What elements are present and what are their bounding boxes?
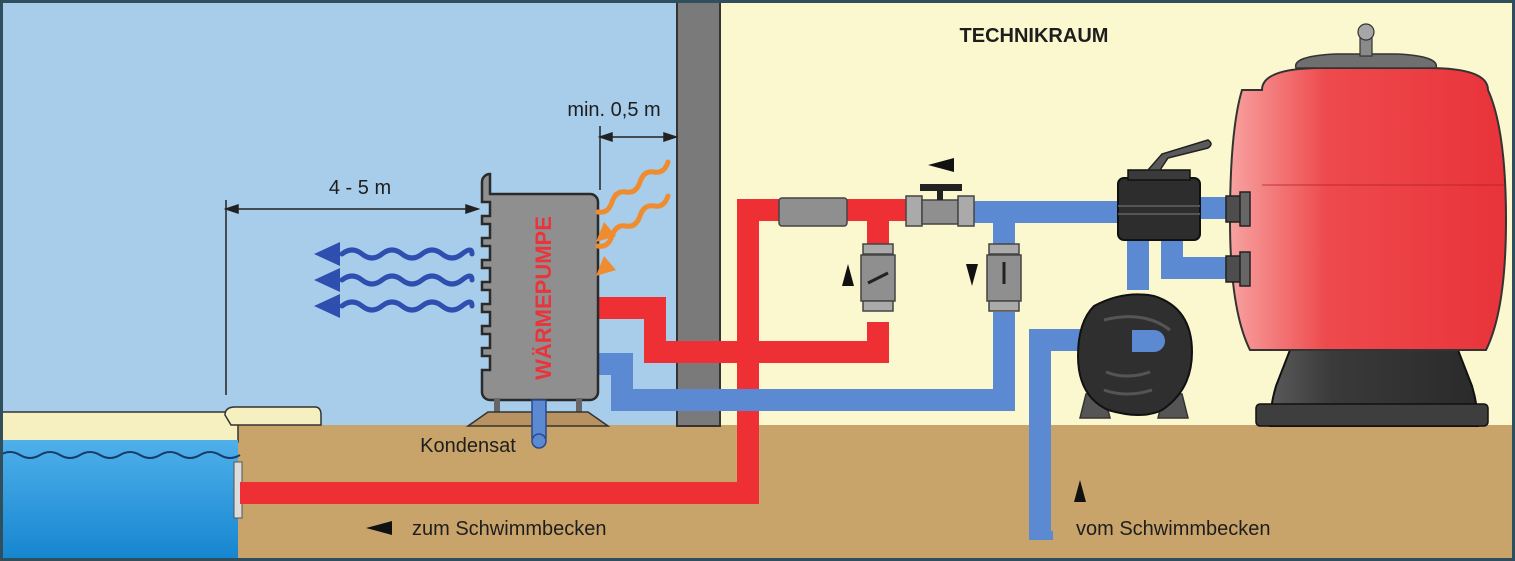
distance-dimension-min [597,126,679,190]
tech-room-title: TECHNIKRAUM [960,25,1109,47]
sand-filter-tank [1225,23,1508,427]
from-pool-label: vom Schwimmbecken [1076,518,1271,540]
distance-range-label: 4 - 5 m [329,177,391,199]
distance-dimension-4-5m [223,200,481,395]
heat-pump-label: WÄRMEPUMPE [531,216,556,380]
check-valve-left [860,243,896,312]
circulation-pump [1076,293,1194,419]
multiport-valve [1117,139,1212,241]
from-pool-flow-arrow [1074,480,1086,502]
cold-air-arrowheads [314,242,340,318]
bypass-valve [905,184,975,227]
warm-air-arrowheads [596,222,616,276]
bypass-flow-arrow [928,158,954,172]
heat-pump-unit [465,172,611,449]
check-valve-right [986,243,1022,312]
to-pool-label: zum Schwimmbecken [412,518,607,540]
condensate-label: Kondensat [420,435,516,457]
return-flow-arrow-up [842,264,854,286]
suction-pipe-end [1029,528,1053,540]
swimming-pool [0,406,322,561]
cold-air-arrows [339,247,475,313]
supply-flow-arrow-down [966,264,978,286]
to-pool-flow-arrow [366,521,392,535]
min-distance-label: min. 0,5 m [567,99,660,121]
warm-air-arrows [595,159,671,249]
pipe-coupler [778,197,848,227]
